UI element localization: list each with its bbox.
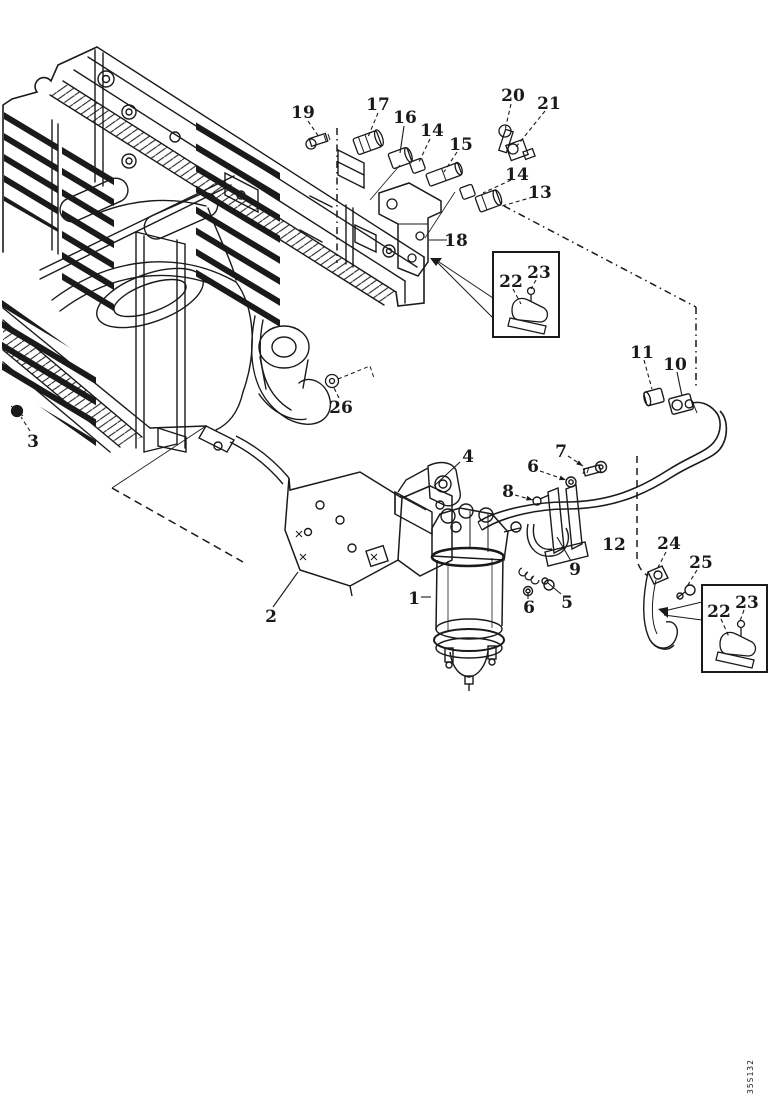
leader-line-9 bbox=[556, 536, 572, 562]
fitting-17 bbox=[352, 129, 384, 156]
callout-25-27: 25 bbox=[689, 553, 713, 573]
callout-2-25: 2 bbox=[265, 607, 277, 627]
callout-22-28: 22 bbox=[707, 602, 731, 622]
leader-line-23 bbox=[739, 609, 745, 622]
fitting-row-parts bbox=[10, 124, 536, 418]
leader-line-23 bbox=[530, 279, 537, 290]
callout-14-7: 14 bbox=[505, 165, 529, 185]
leader-line-14 bbox=[418, 138, 431, 163]
callout-16-2: 16 bbox=[393, 108, 417, 128]
callout-19-0: 19 bbox=[291, 103, 315, 123]
bracket-24 bbox=[643, 565, 678, 650]
callout-1-22: 1 bbox=[408, 589, 420, 609]
callout-14-3: 14 bbox=[420, 121, 444, 141]
leader-line-24 bbox=[654, 551, 667, 574]
sleeve-15 bbox=[425, 161, 463, 187]
callout-18-9: 18 bbox=[444, 231, 468, 251]
bracket-18 bbox=[369, 164, 456, 277]
callout-13-8: 13 bbox=[528, 183, 552, 203]
fuel-pipes-and-clamp bbox=[477, 387, 728, 650]
nut-3 bbox=[10, 404, 24, 418]
leader-line-17 bbox=[367, 112, 379, 138]
bolt-25 bbox=[676, 584, 696, 600]
leader-line-10 bbox=[676, 371, 683, 397]
leader-line-11 bbox=[643, 359, 653, 390]
figure-code: 35S132 bbox=[746, 1059, 755, 1094]
leader-line-5 bbox=[547, 582, 562, 595]
leader-arrowhead bbox=[559, 475, 566, 481]
leader-line-2 bbox=[272, 571, 299, 608]
clip-22-lower bbox=[715, 619, 757, 669]
callout-5-23: 5 bbox=[561, 593, 573, 613]
leader-line-22 bbox=[512, 288, 522, 305]
leader-line-25 bbox=[685, 569, 698, 589]
leader-arrowhead bbox=[526, 495, 533, 501]
callout-7-17: 7 bbox=[555, 442, 567, 462]
callout-10-13: 10 bbox=[663, 355, 687, 375]
ferrule-14b bbox=[459, 183, 476, 200]
mounting-brackets bbox=[213, 435, 461, 597]
banjo-20-21 bbox=[497, 124, 536, 162]
leader-line-20 bbox=[504, 103, 512, 131]
clip-22-upper bbox=[507, 286, 549, 335]
bracket-2 bbox=[213, 435, 453, 597]
leader-line-16 bbox=[399, 125, 405, 154]
alignment-dash-lines bbox=[111, 128, 697, 577]
callout-12-20: 12 bbox=[602, 535, 626, 555]
callout-3-15: 3 bbox=[27, 432, 39, 452]
leader-arrowhead bbox=[576, 460, 583, 466]
fuel-filter-assembly bbox=[430, 503, 522, 691]
callout-15-4: 15 bbox=[449, 135, 473, 155]
fitting-11 bbox=[643, 387, 665, 407]
callout-22-10: 22 bbox=[499, 272, 523, 292]
leader-line-3 bbox=[20, 416, 31, 432]
callout-17-1: 17 bbox=[366, 95, 390, 115]
bolt-19 bbox=[305, 132, 331, 150]
leader-line-19 bbox=[307, 120, 320, 138]
leader-line-15 bbox=[443, 151, 458, 173]
plug-26 bbox=[324, 373, 340, 389]
callout-6-18: 6 bbox=[527, 457, 539, 477]
leader-line-22 bbox=[720, 618, 730, 638]
callout-23-11: 23 bbox=[527, 263, 551, 283]
callout-11-12: 11 bbox=[630, 343, 654, 363]
detail-box-lower bbox=[701, 584, 768, 673]
callout-4-16: 4 bbox=[462, 447, 474, 467]
bracket-4 bbox=[394, 461, 461, 536]
callout-24-26: 24 bbox=[657, 534, 681, 554]
ferrule-14a bbox=[409, 157, 426, 174]
chassis-frame-drawing bbox=[2, 46, 425, 453]
callout-20-5: 20 bbox=[501, 86, 525, 106]
detail-box-upper bbox=[492, 251, 560, 338]
callout-8-19: 8 bbox=[502, 482, 514, 502]
callout-21-6: 21 bbox=[537, 94, 561, 114]
callout-6-24: 6 bbox=[523, 598, 535, 618]
callout-26-14: 26 bbox=[329, 398, 353, 418]
leader-line-14 bbox=[482, 179, 512, 194]
fitting-10 bbox=[668, 393, 694, 415]
callout-23-29: 23 bbox=[735, 593, 759, 613]
callout-9-21: 9 bbox=[569, 560, 581, 580]
fitting-13 bbox=[474, 189, 503, 213]
leader-line-4 bbox=[433, 461, 461, 487]
leader-line-26 bbox=[333, 387, 340, 399]
leader-line-13 bbox=[501, 196, 534, 207]
detail-boxes bbox=[430, 251, 768, 673]
leader-line-21 bbox=[515, 110, 546, 148]
